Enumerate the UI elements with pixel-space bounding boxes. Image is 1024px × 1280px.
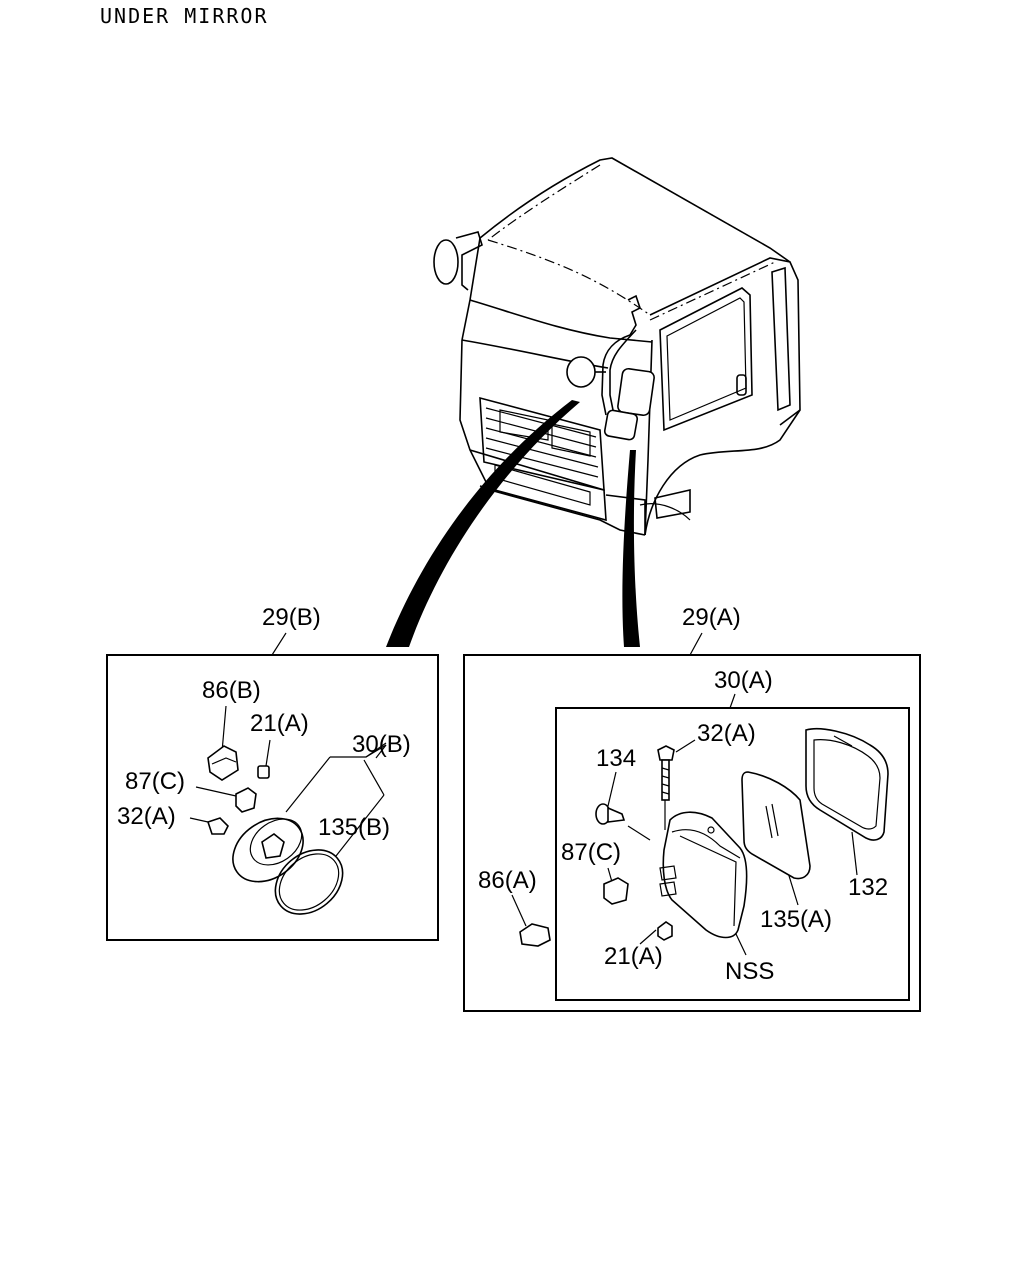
label-21a-right: 21(A) [604, 943, 663, 970]
clip-86a-part [519, 923, 551, 947]
label-21a-left: 21(A) [250, 710, 309, 737]
label-32a-right: 32(A) [697, 720, 756, 747]
clip-87c-right-part [603, 877, 629, 905]
label-86a: 86(A) [478, 867, 537, 894]
box-30a [555, 707, 910, 1001]
label-134: 134 [596, 745, 636, 772]
diagram-title: UNDER MIRROR [100, 4, 269, 28]
clip-86b-part [207, 745, 239, 781]
glass-135b-part [274, 849, 344, 915]
label-132: 132 [848, 874, 888, 901]
callout-connector-right [622, 450, 640, 647]
label-86b: 86(B) [202, 677, 261, 704]
screw-134-part [595, 803, 626, 825]
box-29b [106, 654, 439, 941]
bolt-32a-left-part [206, 817, 229, 835]
label-135b: 135(B) [318, 814, 390, 841]
label-87c-right: 87(C) [561, 839, 621, 866]
label-30a: 30(A) [714, 667, 773, 694]
label-87c-left: 87(C) [125, 768, 185, 795]
mirror-30b-part [232, 817, 304, 883]
nut-21a-left-part [257, 765, 270, 779]
group-29b: 29(B) 86(B) 21(A) 30(B) 87(C) 32(A) 135(… [106, 604, 439, 941]
group-29a: 29(A) 30(A) 32(A) 134 87(C) 86(A) 132 13… [463, 604, 921, 1012]
label-32a-left: 32(A) [117, 803, 176, 830]
mirror-body-nss-part [659, 811, 748, 939]
truck-cab-illustration [433, 157, 801, 536]
bolt-32a-right-part [657, 745, 675, 830]
box-29a [463, 654, 921, 1012]
label-29a: 29(A) [682, 604, 741, 631]
label-nss: NSS [725, 958, 774, 985]
label-135a: 135(A) [760, 906, 832, 933]
frame-132-part [805, 727, 889, 841]
bracket-87c-left-part [235, 787, 257, 813]
callout-connector-left [386, 400, 580, 647]
glass-135a-part [741, 771, 811, 880]
label-30b: 30(B) [352, 731, 411, 758]
nut-21a-right-part [657, 921, 673, 941]
label-29b: 29(B) [262, 604, 321, 631]
